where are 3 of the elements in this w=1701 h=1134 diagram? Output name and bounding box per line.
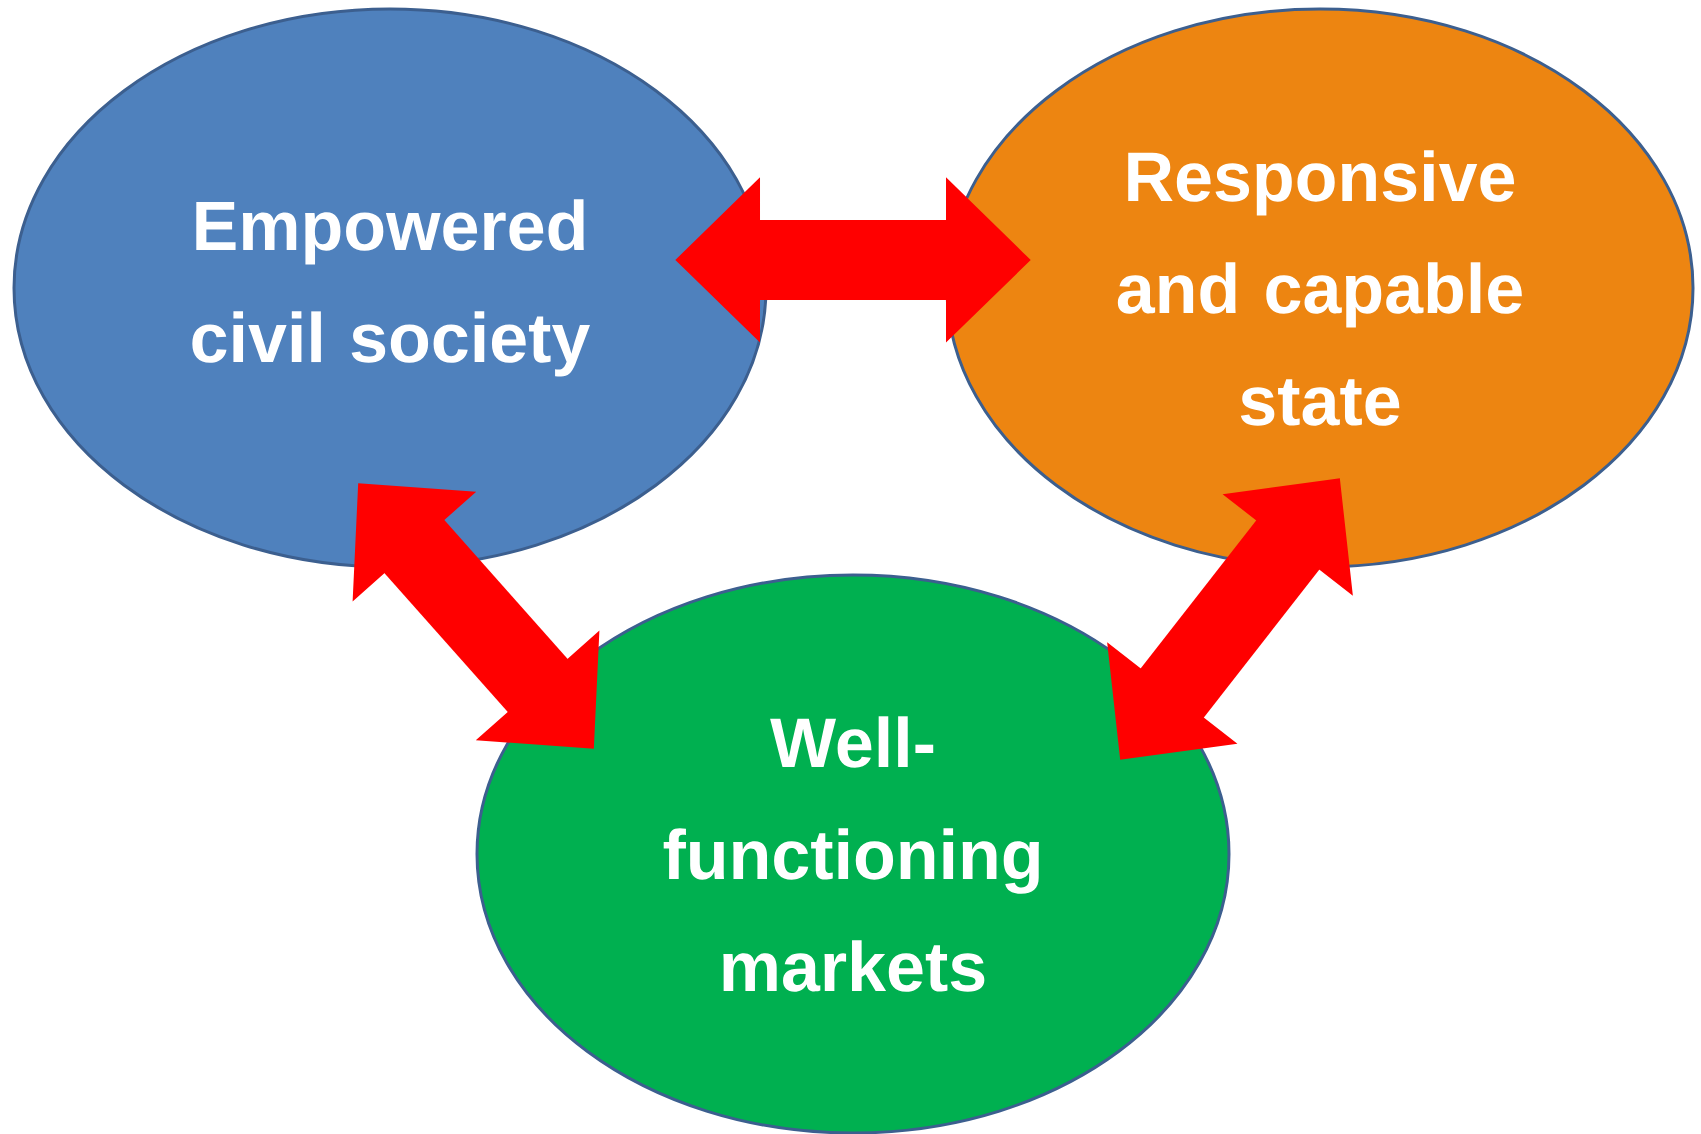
ellipse-node: Well-functioning markets — [475, 573, 1231, 1134]
ellipse-node: Responsive and capable state — [945, 7, 1695, 569]
ellipse-node: Empowered civil society — [12, 7, 768, 569]
